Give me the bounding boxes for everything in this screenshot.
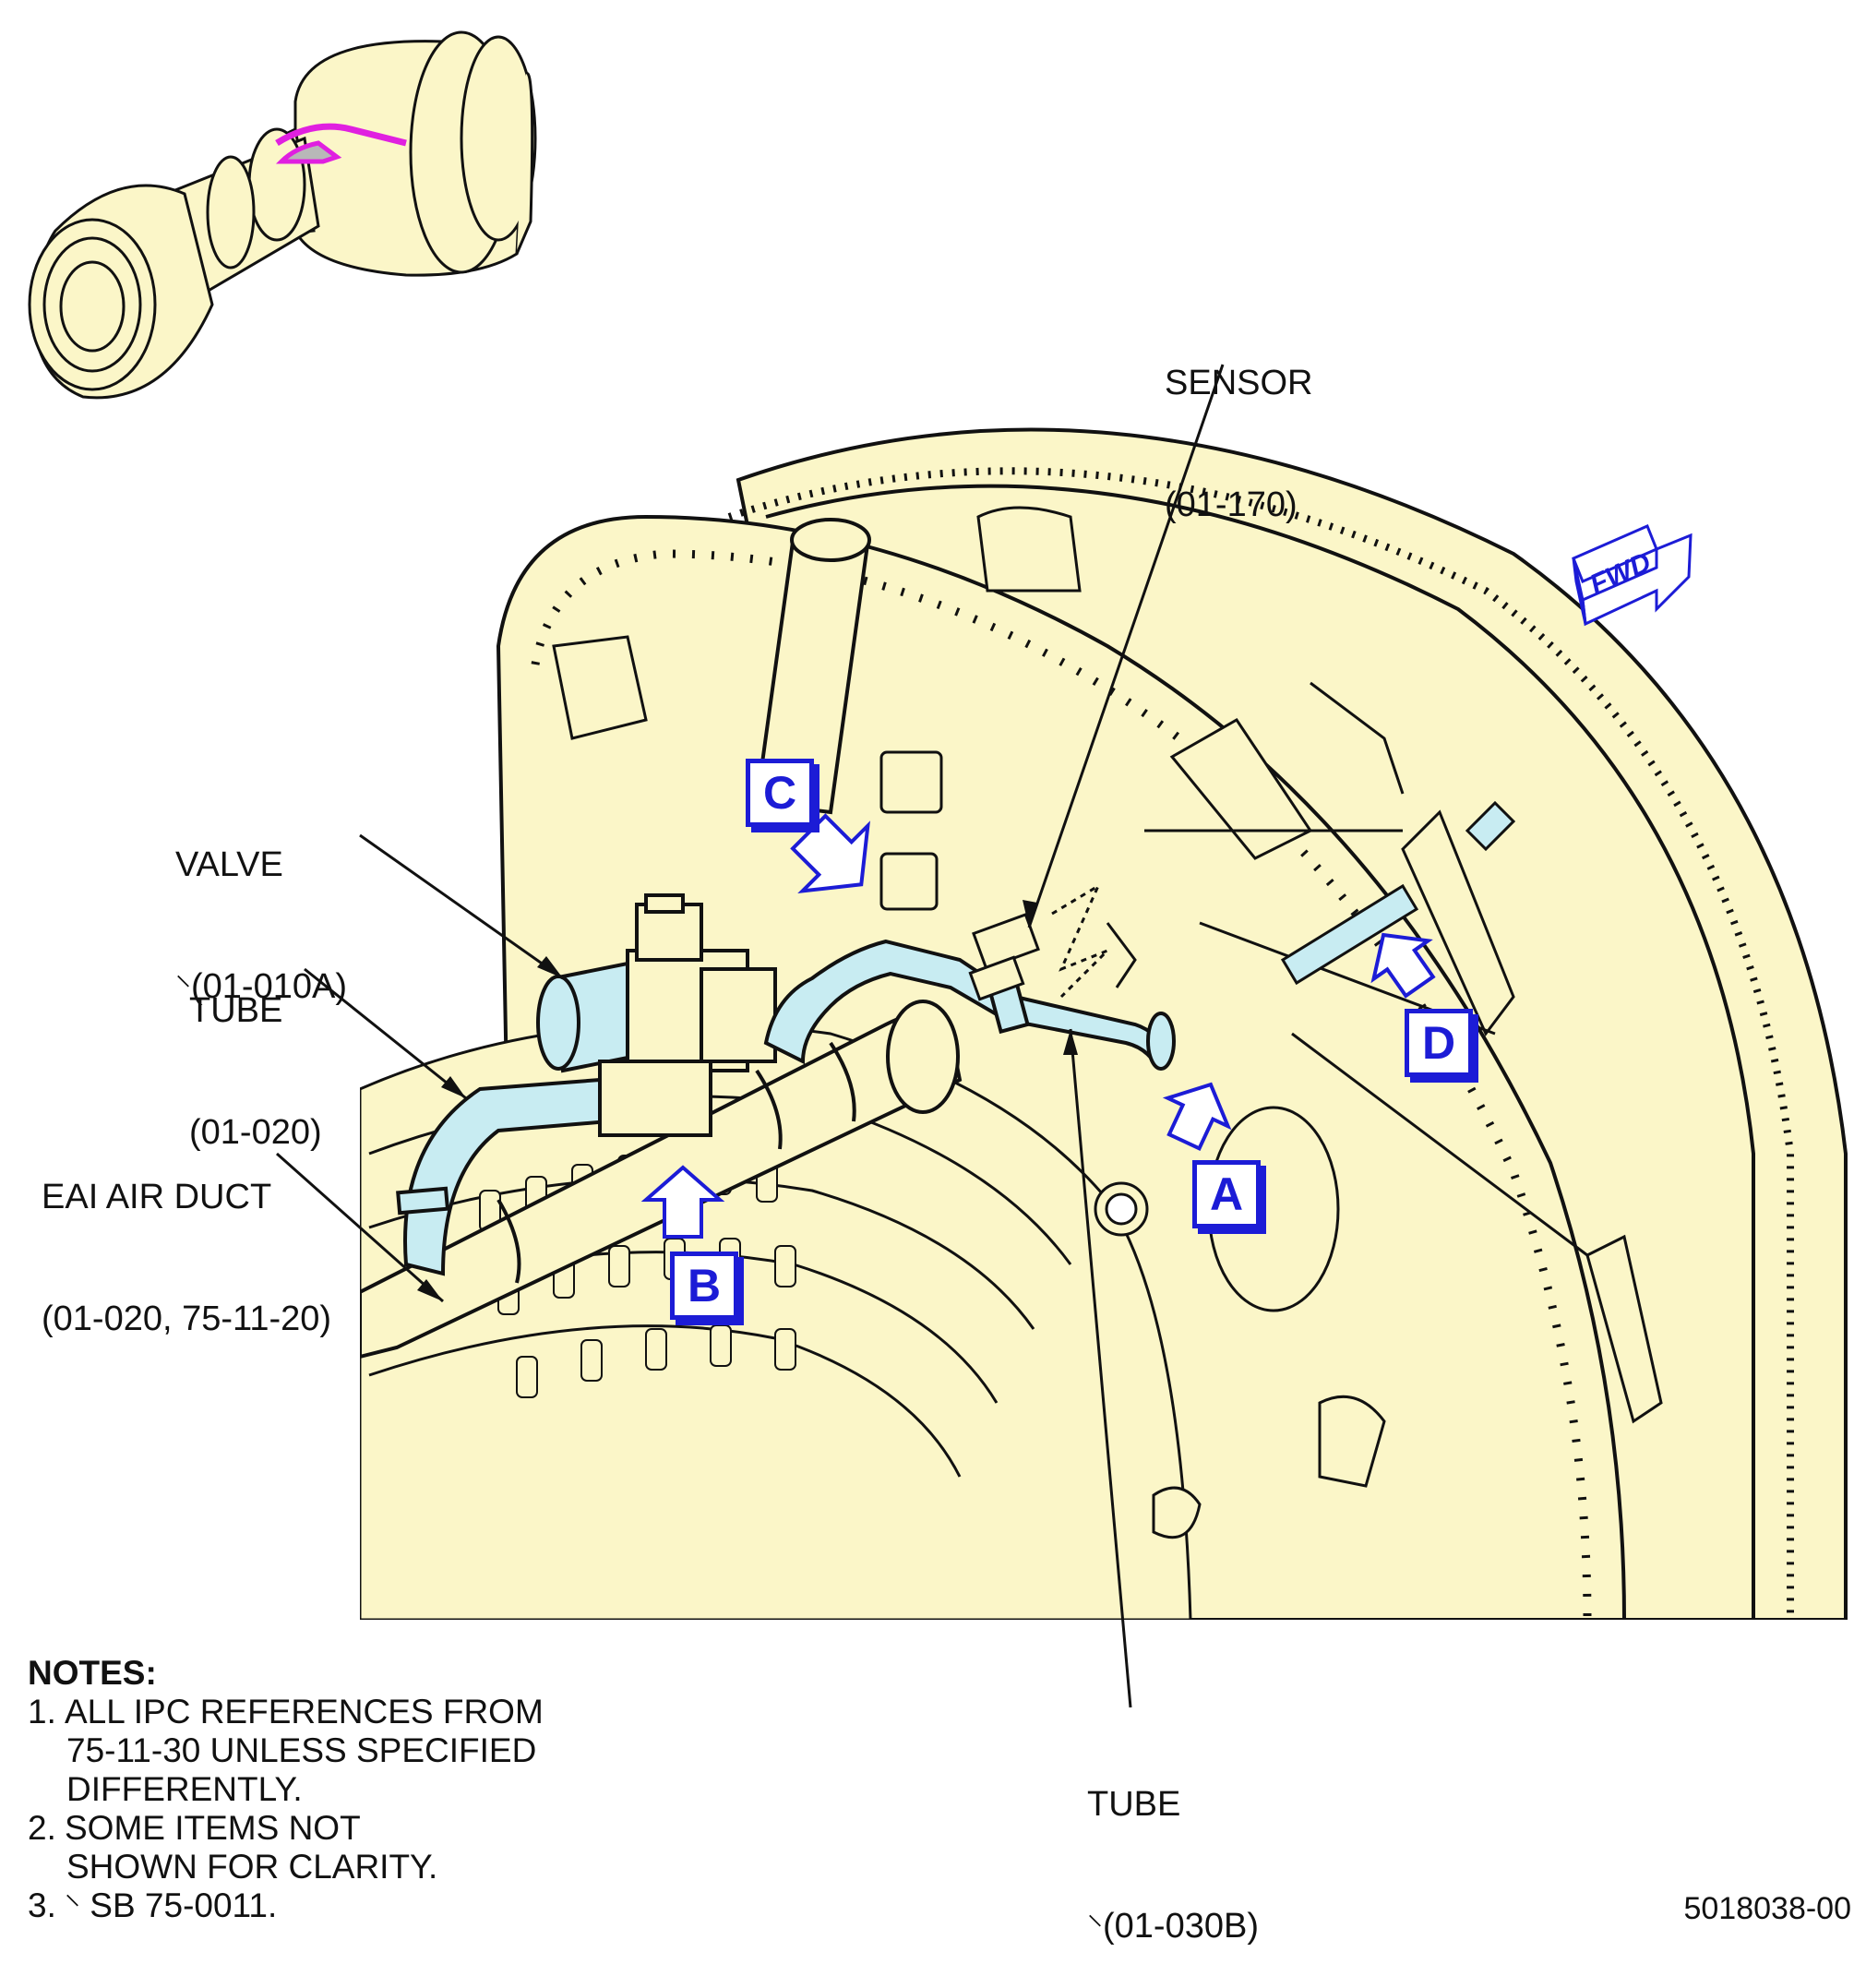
note-3-number: 3. bbox=[28, 1886, 56, 1924]
vertical-pipe bbox=[754, 518, 871, 815]
engine-diagram bbox=[28, 30, 1848, 1708]
notes-heading: NOTES: bbox=[28, 1654, 157, 1692]
note-2-number: 2. bbox=[28, 1809, 56, 1847]
sb-effectivity-icon: ⸌ bbox=[175, 970, 191, 1005]
note-1-line-3: DIFFERENTLY. bbox=[66, 1770, 303, 1808]
sb-effectivity-icon: ⸌ bbox=[1087, 1910, 1103, 1945]
notes-block: NOTES: 1.ALL IPC REFERENCES FROM 75-11-3… bbox=[28, 1654, 544, 1926]
tube-top-name: TUBE bbox=[189, 991, 283, 1030]
valve-01-010a bbox=[536, 893, 777, 1137]
tube-bottom-ref: (01-030B) bbox=[1103, 1907, 1259, 1946]
view-callout-b: B bbox=[670, 1251, 738, 1320]
note-2-line-2: SHOWN FOR CLARITY. bbox=[66, 1848, 438, 1886]
view-callout-a: A bbox=[1192, 1160, 1261, 1228]
tube-top-ref: (01-020) bbox=[189, 1113, 322, 1152]
note-2: 2.SOME ITEMS NOT SHOWN FOR CLARITY. bbox=[28, 1809, 544, 1886]
sb-effectivity-icon: ⸌ bbox=[65, 1889, 80, 1924]
view-callout-c: C bbox=[746, 759, 814, 827]
note-3: 3. ⸌ SB 75-0011. bbox=[28, 1886, 544, 1926]
note-2-line-1: SOME ITEMS NOT bbox=[65, 1809, 361, 1847]
flange-plates bbox=[552, 506, 1386, 1539]
eai-air-duct bbox=[360, 1000, 963, 1359]
note-1-number: 1. bbox=[28, 1693, 56, 1731]
sensor-name: SENSOR bbox=[1165, 364, 1313, 402]
note-1: 1.ALL IPC REFERENCES FROM 75-11-30 UNLES… bbox=[28, 1693, 544, 1809]
leader-lines bbox=[276, 364, 1225, 1708]
valve-ref: (01-010A) bbox=[191, 967, 347, 1006]
eai-duct-name: EAI AIR DUCT bbox=[42, 1178, 272, 1216]
eai-duct-ref: (01-020, 75-11-20) bbox=[42, 1299, 332, 1338]
fwd-arrow-icon bbox=[1572, 524, 1693, 627]
note-1-line-1: ALL IPC REFERENCES FROM bbox=[65, 1693, 544, 1731]
sensor-ref: (01-170) bbox=[1165, 485, 1298, 524]
tube-top-label: TUBE (01-020) bbox=[189, 909, 322, 1193]
valve-label: VALVE ⸌(01-010A) bbox=[175, 763, 347, 1048]
leader-arrowheads bbox=[417, 900, 1078, 1301]
tube-bottom-label: TUBE ⸌(01-030B) bbox=[1087, 1703, 1259, 1988]
locator-engine-illustration bbox=[28, 30, 537, 400]
view-arrows bbox=[640, 813, 1436, 1239]
valve-ref-row: ⸌(01-010A) bbox=[175, 966, 347, 1008]
note-3-text: SB 75-0011. bbox=[90, 1886, 278, 1924]
figure-number: 5018038-00 bbox=[1683, 1891, 1851, 1926]
eai-duct-label: EAI AIR DUCT (01-020, 75-11-20) bbox=[42, 1096, 331, 1380]
valve-name: VALVE bbox=[175, 845, 283, 884]
blue-fittings bbox=[1280, 800, 1516, 986]
sensor-label: SENSOR (01-170) bbox=[1165, 281, 1312, 566]
tube-bottom-ref-row: ⸌(01-030B) bbox=[1087, 1906, 1259, 1947]
view-callout-d: D bbox=[1405, 1009, 1473, 1077]
sensor-01-170 bbox=[968, 882, 1137, 1001]
tube-bottom-name: TUBE bbox=[1087, 1785, 1181, 1824]
note-1-line-2: 75-11-30 UNLESS SPECIFIED bbox=[66, 1731, 537, 1769]
